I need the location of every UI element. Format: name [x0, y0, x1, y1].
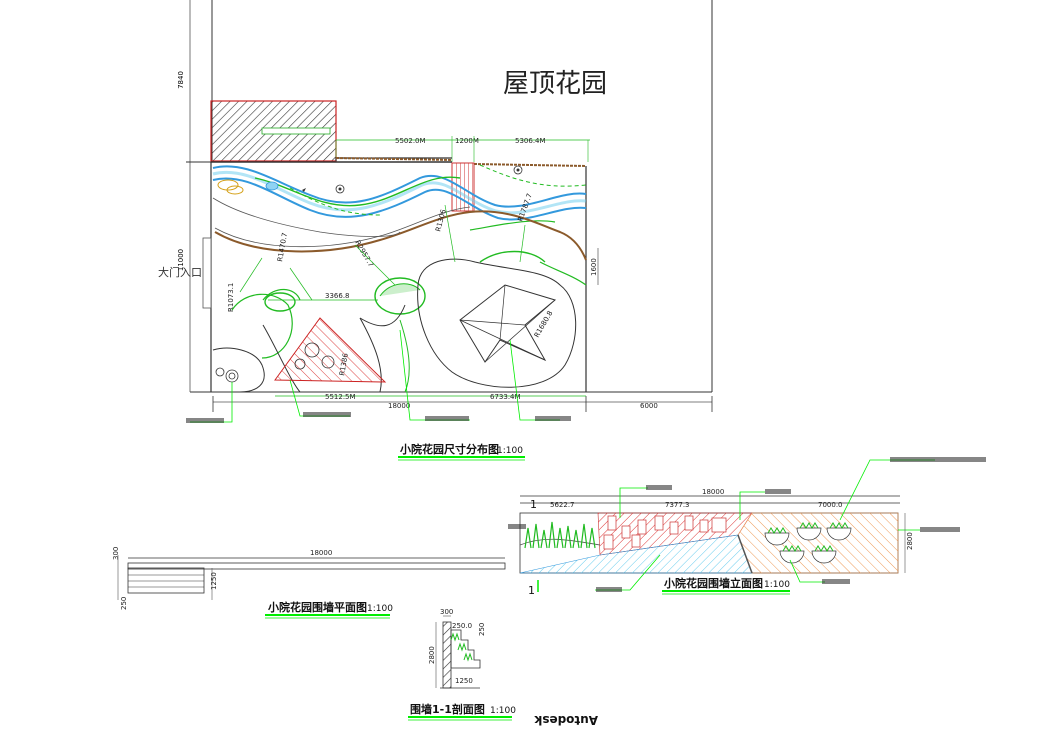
wall-section: 300 250.0 250 2800 1250 围墙1-1剖面图 1:100 — [408, 608, 516, 721]
dim-left-upper: 7840 — [177, 71, 185, 89]
wall-plan-dim-250: 250 — [120, 597, 128, 610]
wall-plan-title: 小院花园围墙平面图 — [267, 600, 367, 614]
garden-path-edge — [214, 210, 587, 261]
site-plan: 7840 11000 屋顶花园 5502.0M 1200M 5306.4M 大门… — [158, 0, 713, 461]
dim-top-mid: 1200M — [455, 137, 479, 145]
tree-symbol — [335, 184, 345, 194]
planting-edge — [254, 176, 461, 207]
plan-title: 小院花园尺寸分布图 — [399, 442, 499, 456]
stepping-stone — [217, 179, 239, 191]
elevation-plants — [524, 521, 596, 549]
dim-top-right: 5306.4M — [515, 137, 546, 145]
section-scale: 1:100 — [490, 706, 516, 716]
wall-plan-dim-1250: 1250 — [210, 572, 218, 590]
radius-label: R1386 — [338, 352, 350, 376]
lawn-circle-west — [231, 293, 293, 359]
section-title: 围墙1-1剖面图 — [410, 702, 485, 716]
pergola — [274, 317, 387, 383]
plan-scale: 1:100 — [497, 446, 523, 456]
radius-label: R1470.7 — [276, 232, 289, 262]
roof-garden-label: 屋顶花园 — [503, 69, 607, 99]
autodesk-watermark: Autodesk — [533, 713, 598, 727]
stream-edge-south — [212, 177, 587, 221]
section-dim-300: 300 — [440, 608, 453, 616]
dim-bottom-6733: 6733.4M — [490, 393, 521, 401]
tent-pavilion — [459, 284, 557, 363]
wall-elevation: 18000 5622.7 7377.3 7000.0 1 — [508, 457, 986, 597]
dim-inner-3366: 3366.8 — [325, 292, 350, 300]
section-mark-top: 1 — [530, 498, 537, 511]
stream-edge-north — [212, 165, 587, 208]
circular-patio — [212, 347, 265, 393]
wall-plan-dim-300: 300 — [112, 547, 120, 560]
dim-bottom-5512: 5512.5M — [325, 393, 356, 401]
section-mark-bottom: 1 — [528, 584, 535, 597]
elevation-dim-2800: 2800 — [906, 532, 914, 550]
wall-plan-scale: 1:100 — [367, 604, 393, 614]
section-dim-1250: 1250 — [455, 677, 473, 685]
wall-plan: 18000 300 250 1250 小院花园围墙平面图 1:100 — [112, 547, 506, 619]
dim-right-1600: 1600 — [590, 258, 598, 276]
elevation-dim-3: 7000.0 — [818, 501, 843, 509]
wall-plan-dim-total: 18000 — [310, 549, 332, 557]
elevation-scale: 1:100 — [764, 580, 790, 590]
elevation-title: 小院花园围墙立面图 — [663, 576, 763, 590]
radius-label: R1073.1 — [227, 283, 235, 312]
wall-plan-planter — [127, 567, 205, 594]
section-wall-core — [442, 621, 452, 689]
dim-bottom-18000: 18000 — [388, 402, 410, 410]
elevation-fan-planters — [764, 522, 852, 564]
radius-label: R1680.8 — [533, 310, 555, 339]
dim-bottom-6000: 6000 — [640, 402, 658, 410]
wall-plan-strip — [127, 562, 506, 570]
section-stepped-planter — [450, 629, 481, 669]
elevation-dim-2: 7377.3 — [665, 501, 690, 509]
elevation-dim-total: 18000 — [702, 488, 724, 496]
central-lawn — [417, 258, 577, 388]
section-dim-250b: 250 — [478, 623, 486, 636]
section-dim-250a: 250.0 — [452, 622, 472, 630]
dim-left-lower: 11000 — [177, 249, 185, 271]
dim-top-left: 5502.0M — [395, 137, 426, 145]
section-dim-2800: 2800 — [428, 646, 436, 664]
roof-stair-label-box — [261, 127, 331, 135]
main-gate — [202, 237, 212, 309]
entrance-label: 大门入口 — [158, 265, 202, 279]
elevation-dim-1: 5622.7 — [550, 501, 575, 509]
elevation-stone-zone — [737, 512, 899, 574]
